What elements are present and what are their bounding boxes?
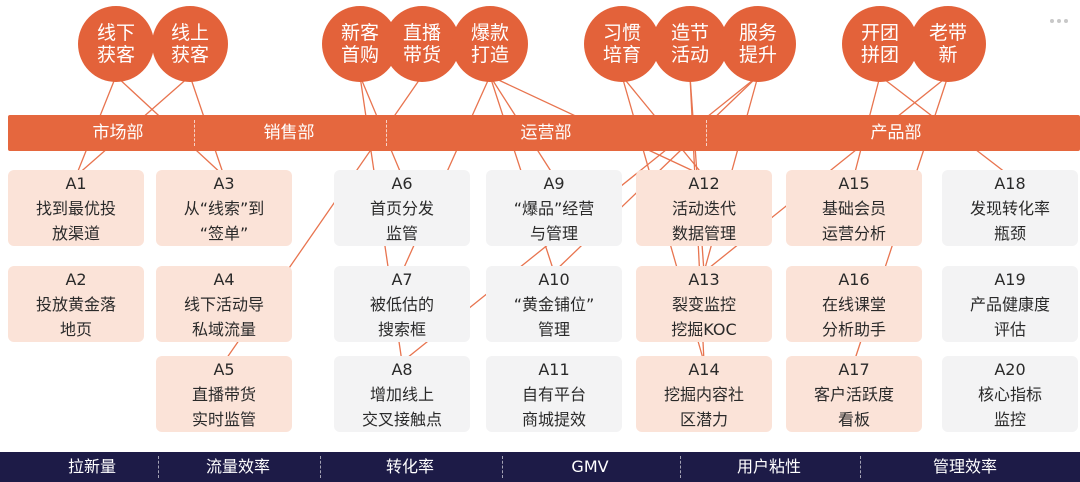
card-text: 线下活动导 私域流量 [183,294,264,339]
card-code: A10 [538,269,570,289]
card-text: 基础会员 运营分析 [821,198,886,243]
department-divider [194,120,195,146]
card-code: A9 [543,173,565,193]
card-text: 客户活跃度 看板 [813,384,894,429]
metric-divider [158,456,159,478]
scenario-card-a17[interactable]: A17 客户活跃度 看板 [786,356,922,432]
card-code: A6 [391,173,413,193]
card-code: A11 [538,359,570,379]
card-code: A15 [838,173,870,193]
scenario-card-a20[interactable]: A20 核心指标 监控 [942,356,1078,432]
department-sales[interactable]: 销售部 [263,123,315,143]
card-code: A12 [688,173,720,193]
goal-circle-online-acquisition[interactable]: 线上 获客 [152,6,228,82]
department-bar: 市场部 销售部 运营部 产品部 [8,115,1080,151]
card-code: A14 [688,359,720,379]
card-text: 找到最优投 放渠道 [35,198,116,243]
department-divider [386,120,387,146]
goal-circle-festival-events[interactable]: 造节 活动 [652,6,728,82]
metric-divider [680,456,681,478]
card-code: A13 [688,269,720,289]
card-code: A1 [65,173,87,193]
metric-new-users[interactable]: 拉新量 [67,457,116,476]
scenario-card-a12[interactable]: A12 活动迭代 数据管理 [636,170,772,246]
metric-divider [860,456,861,478]
scenario-card-a8[interactable]: A8 增加线上 交叉接触点 [334,356,470,432]
goal-circle-referral[interactable]: 老带 新 [910,6,986,82]
card-code: A4 [213,269,235,289]
department-divider [706,120,707,146]
scenario-card-a7[interactable]: A7 被低估的 搜索框 [334,266,470,342]
metric-divider [320,456,321,478]
card-text: 发现转化率 瓶颈 [969,198,1050,243]
goal-circle-service-improvement[interactable]: 服务 提升 [720,6,796,82]
scenario-card-a14[interactable]: A14 挖掘内容社 区潜力 [636,356,772,432]
card-text: 裂变监控 挖掘KOC [671,294,737,339]
department-product[interactable]: 产品部 [870,123,922,143]
goal-circle-group-buying[interactable]: 开团 拼团 [842,6,918,82]
scenario-card-a2[interactable]: A2 投放黄金落 地页 [8,266,144,342]
card-code: A8 [391,359,413,379]
scenario-card-a5[interactable]: A5 直播带货 实时监管 [156,356,292,432]
scenario-card-a19[interactable]: A19 产品健康度 评估 [942,266,1078,342]
metric-user-stickiness[interactable]: 用户粘性 [736,457,801,476]
goal-circle-habit-building[interactable]: 习惯 培育 [584,6,660,82]
goal-circle-offline-acquisition[interactable]: 线下 获客 [78,6,154,82]
card-code: A19 [994,269,1026,289]
department-marketing[interactable]: 市场部 [92,123,144,143]
card-text: 被低估的 搜索框 [369,294,434,339]
card-code: A17 [838,359,870,379]
metric-management-efficiency[interactable]: 管理效率 [932,457,997,476]
metric-conversion-rate[interactable]: 转化率 [385,457,434,476]
card-text: 增加线上 交叉接触点 [361,384,442,429]
card-code: A3 [213,173,235,193]
scenario-card-a4[interactable]: A4 线下活动导 私域流量 [156,266,292,342]
scenario-card-a13[interactable]: A13 裂变监控 挖掘KOC [636,266,772,342]
scenario-card-a15[interactable]: A15 基础会员 运营分析 [786,170,922,246]
card-text: 从“线索”到 “签单” [183,198,265,243]
metrics-bar: 拉新量 流量效率 转化率 GMV 用户粘性 管理效率 [0,452,1080,482]
scenario-card-a16[interactable]: A16 在线课堂 分析助手 [786,266,922,342]
card-code: A7 [391,269,413,289]
card-text: 自有平台 商城提效 [521,384,586,429]
card-text: 产品健康度 评估 [969,294,1050,339]
card-code: A2 [65,269,87,289]
card-text: 首页分发 监管 [369,198,434,243]
card-text: 投放黄金落 地页 [35,294,116,339]
card-code: A18 [994,173,1026,193]
scenario-card-a18[interactable]: A18 发现转化率 瓶颈 [942,170,1078,246]
metric-divider [502,456,503,478]
department-operations[interactable]: 运营部 [520,123,572,143]
goal-circle-hot-product[interactable]: 爆款 打造 [452,6,528,82]
card-code: A5 [213,359,235,379]
card-text: 活动迭代 数据管理 [671,198,736,243]
more-icon[interactable] [1050,8,1076,23]
scenario-card-a1[interactable]: A1 找到最优投 放渠道 [8,170,144,246]
metric-gmv[interactable]: GMV [571,457,609,476]
scenario-card-a11[interactable]: A11 自有平台 商城提效 [486,356,622,432]
card-code: A20 [994,359,1026,379]
card-text: “爆品”经营 与管理 [513,198,595,243]
scenario-card-a6[interactable]: A6 首页分发 监管 [334,170,470,246]
metric-traffic-efficiency[interactable]: 流量效率 [205,457,270,476]
card-code: A16 [838,269,870,289]
scenario-card-a3[interactable]: A3 从“线索”到 “签单” [156,170,292,246]
card-text: 核心指标 监控 [977,384,1042,429]
card-text: 在线课堂 分析助手 [821,294,886,339]
card-text: 挖掘内容社 区潜力 [663,384,744,429]
card-text: 直播带货 实时监管 [191,384,256,429]
scenario-card-a9[interactable]: A9 “爆品”经营 与管理 [486,170,622,246]
card-text: “黄金铺位” 管理 [513,294,595,339]
scenario-card-a10[interactable]: A10 “黄金铺位” 管理 [486,266,622,342]
goal-circle-live-selling[interactable]: 直播 带货 [384,6,460,82]
